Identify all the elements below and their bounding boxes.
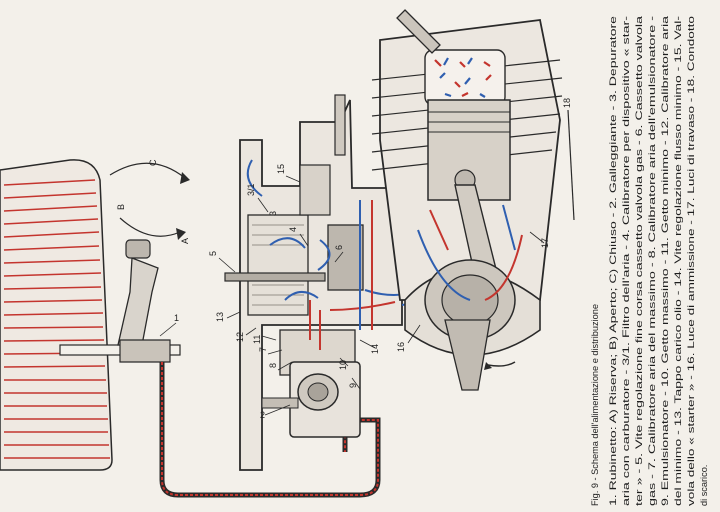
caption-title: Fig. 9 - Schema dell'alimentazione e dis… bbox=[590, 304, 600, 506]
label-B: B bbox=[116, 204, 126, 210]
label-9: 9 bbox=[348, 383, 358, 388]
label-C: C bbox=[148, 159, 158, 166]
label-15: 15 bbox=[276, 164, 286, 174]
callout-labels: 1 2 3 3/1 4 5 6 7 8 9 10 11 12 13 14 15 … bbox=[116, 98, 572, 420]
label-10: 10 bbox=[338, 360, 348, 370]
label-18: 18 bbox=[562, 98, 572, 108]
label-14: 14 bbox=[370, 344, 380, 354]
caption-line-7: vola dello « starter » - 16. Luce di amm… bbox=[686, 16, 696, 506]
caption-line-4: gas - 7. Calibratore aria del massimo - … bbox=[647, 16, 657, 506]
fuel-tap bbox=[109, 162, 190, 363]
label-1: 1 bbox=[174, 313, 179, 323]
label-A: A bbox=[180, 238, 190, 244]
label-7: 7 bbox=[258, 347, 268, 352]
caption-line-8: di scarico. bbox=[699, 465, 709, 506]
leader-lines bbox=[159, 175, 545, 416]
label-12: 12 bbox=[235, 332, 245, 342]
label-3-1: 3/1 bbox=[246, 183, 256, 196]
crankcase bbox=[404, 184, 541, 391]
caption-line-2: aria con carburatore - 3/1. Filtro dell'… bbox=[621, 16, 631, 506]
caption-line-6: del minimo - 13. Tappo carico olio - 14.… bbox=[673, 16, 683, 506]
fuel-line bbox=[159, 362, 381, 498]
label-5: 5 bbox=[208, 251, 218, 256]
label-8: 8 bbox=[268, 363, 278, 368]
label-3: 3 bbox=[268, 211, 278, 216]
label-4: 4 bbox=[288, 227, 298, 232]
fuel-tank bbox=[0, 159, 181, 471]
caption-line-1: 1. Rubinetto: A) Riserva; B) Aperto; C) … bbox=[608, 16, 618, 506]
label-13: 13 bbox=[215, 312, 225, 322]
caption-line-5: 9. Emulsionatore - 10. Getto massimo - 1… bbox=[660, 15, 670, 506]
label-16: 16 bbox=[396, 342, 406, 352]
label-11: 11 bbox=[252, 335, 262, 344]
engine-cylinder bbox=[371, 9, 575, 301]
label-6: 6 bbox=[334, 245, 344, 250]
label-17: 17 bbox=[540, 238, 550, 248]
label-2: 2 bbox=[260, 410, 265, 420]
caption-line-3: ter » - 5. Vite regolazione fine corsa c… bbox=[634, 15, 644, 506]
carburettor-housing bbox=[224, 94, 403, 471]
figure-caption: Fig. 9 - Schema dell'alimentazione e dis… bbox=[588, 0, 718, 512]
